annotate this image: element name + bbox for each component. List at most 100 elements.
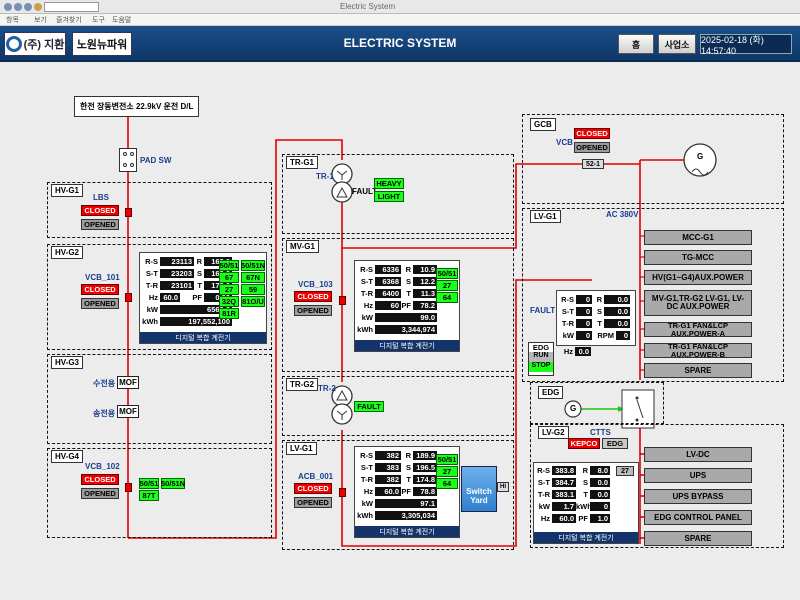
meter-value: 174.8 bbox=[413, 474, 437, 484]
meter-value: 97.1 bbox=[375, 498, 437, 508]
feeder-panel-button[interactable]: MCC-G1 bbox=[644, 230, 752, 245]
meter-value: 60.0 bbox=[375, 486, 401, 496]
meter-title: 디지털 복합 계전기 bbox=[534, 532, 638, 543]
line-tr2-lv bbox=[341, 279, 592, 547]
meter-value: 0.0 bbox=[604, 318, 630, 328]
refresh-icon[interactable] bbox=[24, 3, 32, 11]
relay-indicator: 27 bbox=[616, 466, 634, 476]
edg-box-label: EDG bbox=[538, 386, 564, 399]
vcb101-closed-status[interactable]: CLOSED bbox=[81, 284, 119, 295]
tr1-fault-label: FAULT bbox=[352, 187, 378, 196]
site-button[interactable]: 사업소 bbox=[658, 34, 696, 54]
meter-value: 60.0 bbox=[160, 292, 180, 302]
vcb102-opened-status[interactable]: OPENED bbox=[81, 488, 119, 499]
meter-value: 6336 bbox=[375, 264, 401, 274]
lbs-closed-status[interactable]: CLOSED bbox=[81, 205, 119, 216]
lv-g1-section bbox=[282, 440, 514, 550]
lv-g1-right-label: LV-G1 bbox=[530, 210, 561, 223]
vcb103-closed-status[interactable]: CLOSED bbox=[294, 291, 332, 302]
vcb101-breaker[interactable] bbox=[125, 293, 132, 302]
menu-item[interactable]: 도움말 bbox=[112, 17, 132, 24]
feeder-panel-button[interactable]: SPARE bbox=[644, 531, 752, 546]
meter-value: 0.0 bbox=[604, 306, 630, 316]
feeder-panel-button[interactable]: HV(G1~G4)AUX.POWER bbox=[644, 270, 752, 285]
relay-indicator: 50/51 bbox=[219, 260, 239, 271]
meter-value: 60 bbox=[375, 300, 401, 310]
lbs-breaker[interactable] bbox=[125, 208, 132, 217]
mof-send[interactable]: MOF bbox=[117, 405, 139, 418]
lv-g1-label: LV-G1 bbox=[286, 442, 317, 455]
feeder-panel-button[interactable]: UPS bbox=[644, 468, 752, 483]
back-icon[interactable] bbox=[4, 3, 12, 11]
feeder-panel-button[interactable]: SPARE bbox=[644, 363, 752, 378]
gcb-closed-status[interactable]: CLOSED bbox=[574, 128, 610, 139]
acb001-breaker[interactable] bbox=[339, 488, 346, 497]
browser-titlebar: Electric System bbox=[0, 0, 800, 14]
vcb101-label: VCB_101 bbox=[85, 273, 120, 282]
vcb103-breaker[interactable] bbox=[339, 296, 346, 305]
vcb103-opened-status[interactable]: OPENED bbox=[294, 305, 332, 316]
meter-value: 0 bbox=[576, 330, 592, 340]
meter-value: 8.0 bbox=[590, 465, 610, 475]
pad-switch-icon[interactable] bbox=[119, 148, 137, 172]
lv-g1-right-section bbox=[522, 208, 784, 382]
feeder-panel-button[interactable]: EDG CONTROL PANEL bbox=[644, 510, 752, 525]
relay-indicator: 50/51 bbox=[436, 268, 458, 279]
breaker-id[interactable]: 52-1 bbox=[582, 159, 604, 169]
vcb102-breaker[interactable] bbox=[125, 483, 132, 492]
meter-value: 382 bbox=[375, 474, 401, 484]
mof-receive[interactable]: MOF bbox=[117, 376, 139, 389]
meter-value: 196.5 bbox=[413, 462, 437, 472]
meter-value: 60.0 bbox=[552, 513, 576, 523]
tr-g2-section bbox=[282, 376, 514, 436]
utility-source-label: 한전 장동변전소 22.9kV 운전 D/L bbox=[74, 96, 200, 117]
lbs-opened-status[interactable]: OPENED bbox=[81, 219, 119, 230]
feeder-panel-button[interactable]: LV-DC bbox=[644, 447, 752, 462]
acb001-closed-status[interactable]: CLOSED bbox=[294, 483, 332, 494]
menu-item[interactable]: 즐겨찾기 bbox=[56, 17, 82, 24]
meter-value: 0.0 bbox=[590, 477, 610, 487]
meter-title: 디지털 복합 계전기 bbox=[355, 340, 459, 351]
feeder-panel-button[interactable]: TG-MCC bbox=[644, 250, 752, 265]
kepco-source-status[interactable]: KEPCO bbox=[568, 438, 600, 449]
vcb102-closed-status[interactable]: CLOSED bbox=[81, 474, 119, 485]
edg-status-box: EDG RUN STOP bbox=[528, 342, 554, 376]
relay-indicator: 50/51N bbox=[160, 478, 186, 489]
address-input[interactable] bbox=[44, 2, 99, 12]
meter-value: 0 bbox=[616, 330, 630, 340]
feeder-panel-button[interactable]: TR-G1 FAN&LCP AUX.POWER-A bbox=[644, 321, 752, 337]
vcb101-opened-status[interactable]: OPENED bbox=[81, 298, 119, 309]
meter-value: 383.8 bbox=[552, 465, 576, 475]
window-title: Electric System bbox=[340, 2, 396, 11]
switch-yard-label: Switch Yard bbox=[466, 487, 492, 505]
feeder-panel-button[interactable]: UPS BYPASS bbox=[644, 489, 752, 504]
generator-icon bbox=[683, 143, 717, 177]
menu-item[interactable]: 항목 bbox=[6, 17, 19, 24]
edg-source-status[interactable]: EDG bbox=[602, 438, 628, 449]
forward-icon[interactable] bbox=[14, 3, 22, 11]
meter-value: 23113 bbox=[160, 256, 194, 266]
home-icon[interactable] bbox=[34, 3, 42, 11]
home-button[interactable]: 홈 bbox=[618, 34, 654, 54]
gcb-vcb-label: VCB bbox=[556, 138, 573, 147]
hv-g2-meter[interactable]: R-S23113R162.0 S-T23203S162.0 T-R23101T1… bbox=[139, 252, 267, 344]
tr2-label: TR-2 bbox=[318, 384, 336, 393]
hv-g4-section bbox=[47, 448, 272, 538]
meter-value: 383 bbox=[375, 462, 401, 472]
line-hv-to-tr1 bbox=[128, 139, 343, 539]
switch-yard-button[interactable]: Switch Yard bbox=[461, 466, 497, 512]
feeder-panel-button[interactable]: MV-G1,TR-G2 LV-G1, LV-DC AUX.POWER bbox=[644, 290, 752, 316]
meter-value: 1.0 bbox=[590, 513, 610, 523]
mv-g1-label: MV-G1 bbox=[286, 240, 319, 253]
feeder-panel-button[interactable]: TR-G1 FAN&LCP AUX.POWER-B bbox=[644, 342, 752, 358]
single-line-diagram: 한전 장동변전소 22.9kV 운전 D/L PAD SW HV-G1 LBS … bbox=[0, 64, 800, 600]
gcb-opened-status[interactable]: OPENED bbox=[574, 142, 610, 153]
menu-item[interactable]: 보기 bbox=[34, 17, 47, 24]
menu-item[interactable]: 도구 bbox=[92, 17, 105, 24]
acb001-opened-status[interactable]: OPENED bbox=[294, 497, 332, 508]
line-tr1-bus bbox=[341, 163, 640, 249]
menu-bar: 항목 보기 즐겨찾기 도구 도움말 bbox=[0, 14, 800, 26]
